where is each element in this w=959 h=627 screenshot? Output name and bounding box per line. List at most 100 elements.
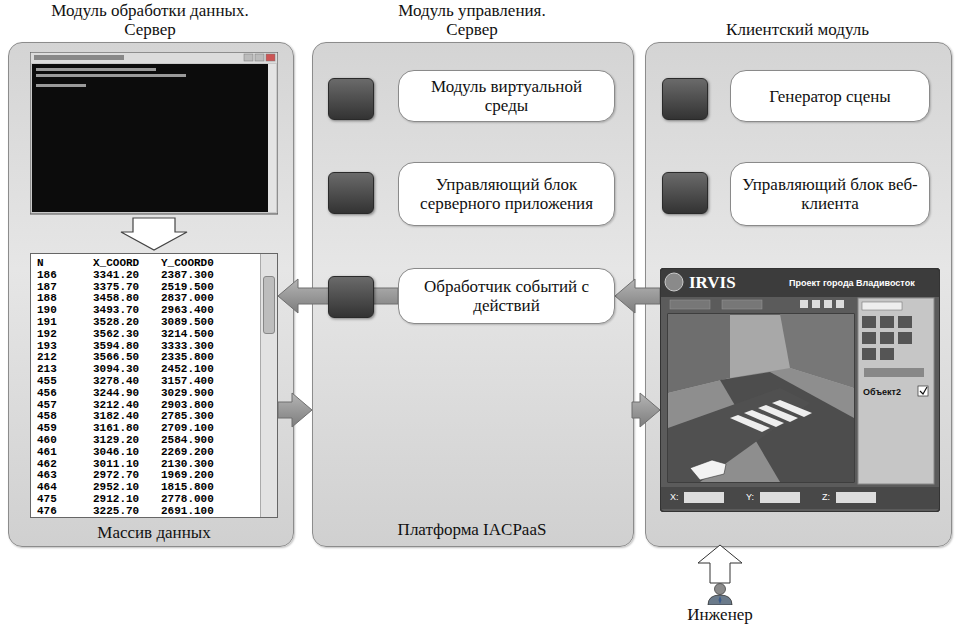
table-cell: 461: [37, 446, 57, 458]
person-body: [708, 595, 732, 605]
box-text: Управляющий блок веб-клиента: [741, 175, 919, 213]
panel-heading: Модуль управления. Сервер: [372, 1, 572, 39]
arrow-shape: [698, 545, 742, 583]
module-icon: [328, 172, 374, 214]
table-cell: 3161.80: [93, 422, 139, 434]
block-arrow: [632, 393, 660, 427]
side-panel: [858, 298, 934, 484]
table-cell: 1969.200: [161, 469, 214, 481]
coordinate-label: X:: [670, 492, 679, 503]
table-cell: 2387.300: [161, 269, 214, 281]
box-text: Генератор сцены: [769, 87, 891, 106]
table-cell: 458: [37, 410, 57, 422]
arrow-shape: [278, 393, 312, 427]
table-cell: 2837.000: [161, 292, 214, 304]
crosswalk: [730, 400, 812, 432]
table-cell: 3089.500: [161, 316, 214, 328]
table-cell: 3129.20: [93, 434, 139, 446]
block-arrow: [615, 279, 660, 313]
arrow-shape: [278, 279, 398, 313]
table-cell: 475: [37, 493, 57, 505]
toolbar-icon: [836, 300, 844, 308]
table-cell: 2785.300: [161, 410, 214, 422]
panel-button: [864, 368, 924, 377]
module-icon: [328, 276, 374, 318]
checkmark: [920, 387, 927, 394]
coordinate-input: [836, 492, 876, 503]
table-cell: 3214.500: [161, 328, 214, 340]
table-cell: 3333.300: [161, 340, 214, 352]
module-icon: [662, 172, 708, 214]
table-cell: 3528.20: [93, 316, 139, 328]
table-cell: 2452.100: [161, 363, 214, 375]
table-cell: 3594.80: [93, 340, 139, 352]
table-cell: 2778.000: [161, 493, 214, 505]
table-cell: 3493.70: [93, 304, 139, 316]
table-cell: 2903.800: [161, 399, 214, 411]
table-cell: 456: [37, 387, 57, 399]
data-table: Массив данныхNX_COORDY_COORD01863341.202…: [30, 253, 278, 518]
screen-text: Объект2: [863, 387, 901, 398]
down-arrow: [121, 218, 187, 250]
table-cell: 462: [37, 458, 57, 470]
window-button: [266, 54, 275, 61]
road: [668, 388, 810, 482]
table-cell: 3278.40: [93, 375, 139, 387]
logo-mark: [665, 273, 683, 291]
person-icon: [705, 583, 735, 605]
arrow-shape: [615, 279, 660, 313]
toolbar-button: [722, 300, 762, 309]
table-cell: 3562.30: [93, 328, 139, 340]
coordinate-label: Z:: [822, 492, 830, 503]
table-cell: 2584.900: [161, 434, 214, 446]
table-cell: 3375.70: [93, 281, 139, 293]
table-cell: 212: [37, 351, 57, 363]
person-tie: [719, 596, 722, 604]
actor: Инженер: [675, 583, 765, 625]
table-cell: 213: [37, 363, 57, 375]
table-cell: 3046.10: [93, 446, 139, 458]
console-line: [36, 68, 156, 71]
table-cell: 3212.40: [93, 399, 139, 411]
table-cell: 457: [37, 399, 57, 411]
thumbnail: [880, 332, 894, 344]
coordinate-bar: [661, 487, 939, 509]
table-cell: 2972.70: [93, 469, 139, 481]
thumbnail: [880, 348, 894, 360]
module-icon: [662, 78, 708, 120]
thumbnail: [862, 348, 876, 360]
table-cell: 1815.800: [161, 481, 214, 493]
process-box: Управляющий блок серверного приложения: [398, 162, 615, 226]
table-cell: 2709.100: [161, 422, 214, 434]
table-cell: 2335.800: [161, 351, 214, 363]
box-text: Модуль виртуальной среды: [409, 77, 604, 115]
thumbnail: [898, 332, 912, 344]
table-cell: 188: [37, 292, 57, 304]
console-frame: [30, 52, 278, 214]
table-cell: 192: [37, 328, 57, 340]
panel-heading: Клиентский модуль: [698, 20, 898, 39]
coordinate-input: [684, 492, 724, 503]
scrollbar: [260, 254, 277, 517]
console-screen: [32, 64, 268, 212]
scrollbar-thumb: [263, 276, 275, 334]
process-box: Управляющий блок веб-клиента: [730, 162, 930, 226]
console-line: [36, 84, 86, 87]
table-cell: 3094.30: [93, 363, 139, 375]
block-arrow: [698, 545, 742, 583]
person-head: [715, 584, 726, 595]
console-title-mark: [34, 55, 124, 60]
car: [690, 460, 726, 480]
process-box: Обработчик событий с действий: [398, 268, 615, 324]
table-cell: 3244.90: [93, 387, 139, 399]
module-panel: Модуль управления. СерверПлатформа IACPa…: [312, 42, 632, 545]
ground: [668, 368, 854, 482]
table-cell: 3182.40: [93, 410, 139, 422]
table-cell: 3157.400: [161, 375, 214, 387]
table-cell: 3341.20: [93, 269, 139, 281]
process-box: Генератор сцены: [730, 70, 930, 122]
table-cell: 3225.70: [93, 505, 139, 517]
actor-label: Инженер: [675, 605, 765, 624]
checkbox: [918, 386, 928, 396]
